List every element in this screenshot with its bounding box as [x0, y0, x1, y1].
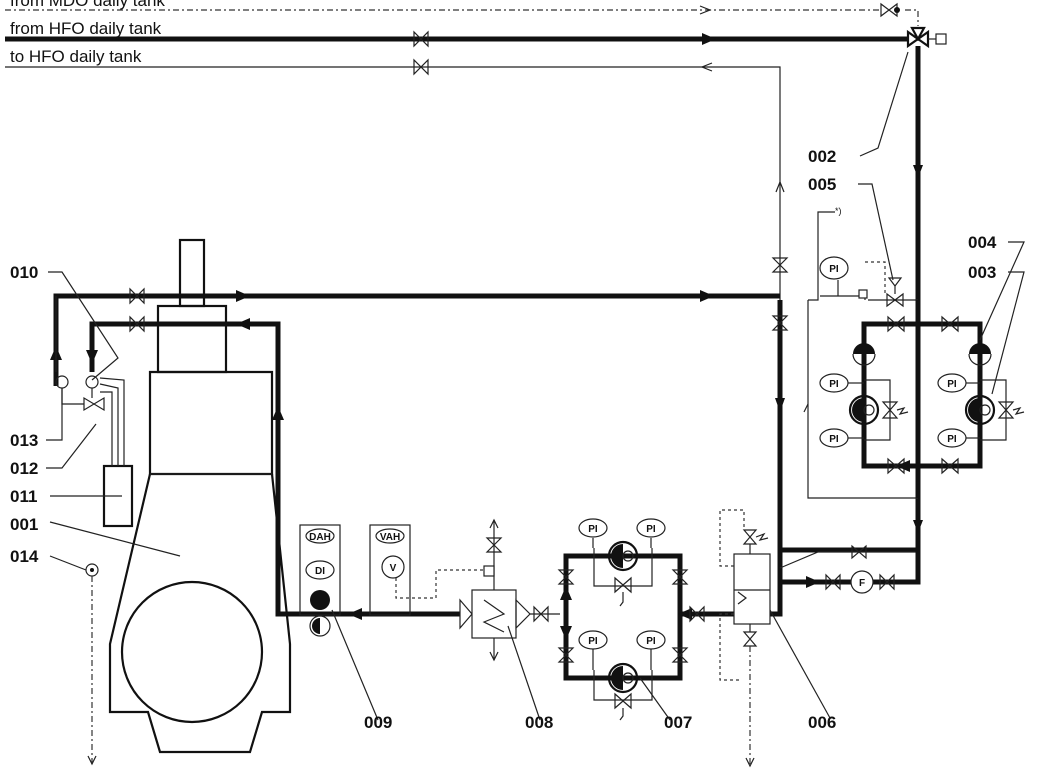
svg-text:DI: DI — [315, 566, 325, 577]
callout-005: 005 — [808, 175, 836, 194]
pi-gauge-007-1: PI — [578, 518, 608, 548]
pi-gauge-007-4: PI — [636, 630, 666, 670]
changeover-valve-002 — [906, 26, 947, 49]
svg-text:PI: PI — [829, 379, 839, 390]
callout-010: 010 — [10, 263, 38, 282]
down-arrow-2 — [913, 520, 923, 533]
supply-pumps-003 — [848, 300, 1025, 498]
inlet-valve — [129, 287, 145, 305]
hfo-supply-label: from HFO daily tank — [10, 19, 162, 38]
mdo-flow-arrow — [699, 5, 712, 15]
svg-text:PI: PI — [829, 434, 839, 445]
return-valve — [129, 315, 145, 333]
note-marker: *) — [835, 206, 842, 216]
pi-gauge-003-3: PI — [819, 428, 864, 448]
callout-012: 012 — [10, 459, 38, 478]
callout-003: 003 — [968, 263, 996, 282]
svg-text:PI: PI — [646, 636, 656, 647]
instrument-dah: DAH — [305, 528, 335, 544]
svg-text:V: V — [390, 563, 397, 574]
hfo-flow-arrow — [702, 33, 716, 45]
top-lines — [5, 2, 947, 553]
callout-006: 006 — [808, 713, 836, 732]
svg-text:PI: PI — [947, 434, 957, 445]
pi-gauge-007-2: PI — [636, 518, 666, 548]
riser-valves — [771, 180, 789, 412]
down-arrow-1 — [913, 165, 923, 178]
flow-arrow-b — [700, 290, 714, 302]
pi-gauge-007-3: PI — [578, 630, 608, 670]
engine-valve-group — [55, 296, 105, 412]
callout-014: 014 — [10, 547, 39, 566]
callout-002: 002 — [808, 147, 836, 166]
flow-arrow-a — [236, 290, 250, 302]
callout-001: 001 — [10, 515, 38, 534]
svg-text:PI: PI — [646, 524, 656, 535]
callout-004: 004 — [968, 233, 997, 252]
hfo-supply-valve — [413, 30, 429, 48]
svg-text:PI: PI — [588, 636, 598, 647]
svg-text:PI: PI — [947, 379, 957, 390]
hfo-return-line — [5, 66, 781, 300]
fuel-rail-011 — [99, 377, 134, 528]
mdo-line-label: from MDO daily tank — [10, 0, 165, 10]
mdo-check-valve — [880, 2, 900, 18]
hfo-return-arrow — [700, 62, 713, 72]
engine-return-line — [89, 321, 460, 617]
flow-arrow-g — [86, 350, 98, 364]
hfo-return-valve — [413, 58, 429, 76]
svg-text:F: F — [859, 578, 865, 589]
flowmeter-branch: F — [779, 544, 921, 594]
callout-009: 009 — [364, 713, 392, 732]
callout-011: 011 — [10, 487, 37, 506]
svg-text:PI: PI — [829, 264, 839, 275]
mdo-line-to-valve — [905, 9, 919, 26]
svg-text:VAH: VAH — [380, 532, 400, 543]
pi-gauge-003-1: PI — [819, 256, 849, 280]
pi-gauge-003-5: PI — [937, 428, 980, 448]
pi-gauge-003-4: PI — [937, 373, 980, 393]
engine-001 — [108, 238, 292, 754]
callout-008: 008 — [525, 713, 553, 732]
level-switch-014 — [85, 563, 99, 766]
flow-arrow-d — [272, 406, 284, 420]
heater-008 — [459, 518, 560, 662]
svg-text:PI: PI — [588, 524, 598, 535]
supply-unit-frame — [803, 211, 918, 499]
callout-013: 013 — [10, 431, 38, 450]
instrument-di: DI — [305, 560, 335, 580]
viscometer-box: VAH V — [369, 524, 484, 616]
filter-009 — [299, 524, 341, 637]
flow-arrow-c — [236, 318, 250, 330]
callout-007: 007 — [664, 713, 692, 732]
leader-lines — [46, 51, 1025, 721]
booster-main-line — [777, 46, 921, 553]
circulating-pumps-007 — [533, 540, 783, 721]
hfo-return-label: to HFO daily tank — [10, 47, 142, 66]
pi-gauge-003-2: PI — [819, 373, 864, 393]
flow-arrow-e — [348, 608, 362, 620]
svg-text:DAH: DAH — [309, 532, 331, 543]
mixing-tank-006 — [719, 509, 771, 768]
